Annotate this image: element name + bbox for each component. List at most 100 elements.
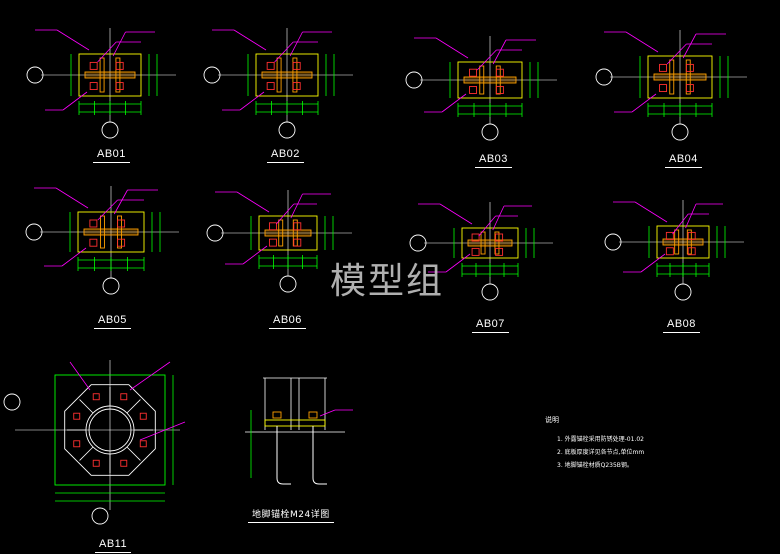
- anchor-bolt-hole: [139, 440, 147, 448]
- column-web: [653, 73, 707, 81]
- callout-leader: [631, 93, 657, 113]
- label-ab11: AB11: [94, 538, 132, 553]
- column-web: [264, 229, 312, 237]
- anchor-bolt-hole: [120, 459, 128, 467]
- anchor-bolt-hole: [665, 231, 674, 240]
- base-plate-section: [264, 419, 326, 427]
- callout-leader: [439, 203, 473, 225]
- axis-bubble-left: [26, 66, 44, 84]
- axis-bubble-left: [206, 224, 224, 242]
- anchor-bolt-hole: [89, 82, 98, 91]
- callout-leader: [625, 31, 659, 53]
- column-flange-left: [99, 215, 105, 249]
- anchor-bolt-hole: [469, 68, 477, 77]
- stiffener-rib: [79, 446, 94, 461]
- column-flange-left: [99, 57, 105, 93]
- callout-leader: [113, 189, 128, 215]
- anchor-bolt-hole: [495, 247, 504, 256]
- callout-leader: [634, 201, 668, 223]
- callout-leader: [682, 33, 697, 59]
- callout-leader: [242, 245, 268, 265]
- stiffener-rib: [79, 399, 94, 414]
- axis-bubble-left: [409, 234, 427, 252]
- anchor-bolt-hole: [120, 393, 128, 401]
- note-item-2: 2. 底板厚度详见各节点,单位mm: [557, 449, 645, 456]
- callout-leader: [276, 203, 295, 225]
- anchor-bolt-hole: [292, 61, 301, 70]
- anchor-bolt-hole: [471, 233, 480, 242]
- label-ab02: AB02: [267, 148, 304, 163]
- callout-leader: [435, 37, 469, 59]
- column-flange-left: [674, 229, 680, 255]
- note-item-1: 1. 外露锚栓采用防锈处理-01.02: [557, 436, 644, 443]
- anchor-bolt-hole: [495, 68, 504, 77]
- stiffener-rib: [126, 446, 141, 461]
- column-flange-right: [494, 231, 500, 255]
- label-ab08: AB08: [663, 318, 700, 333]
- anchor-bolt-hole: [471, 247, 480, 256]
- callout-leader: [129, 361, 171, 391]
- axis-bubble-left: [405, 71, 423, 89]
- callout-leader: [56, 29, 90, 51]
- axis-bubble-bottom: [279, 275, 297, 293]
- label-anchor-detail: 地脚锚栓M24详图: [248, 507, 334, 523]
- callout-leader: [666, 43, 687, 65]
- general-notes: 说明 1. 外露锚栓采用防锈处理-01.02 2. 底板厚度详见各节点,单位mm…: [545, 414, 644, 472]
- column-web: [662, 238, 704, 246]
- watermark-text: 模型组: [330, 261, 445, 302]
- column-flange-left: [669, 59, 675, 95]
- column-flange-right: [292, 57, 298, 93]
- label-ab07: AB07: [472, 318, 509, 333]
- anchor-bolt-hole: [469, 86, 477, 94]
- callout-leader: [236, 191, 270, 213]
- anchor-bolt-hole: [266, 61, 275, 70]
- base-plate: [77, 211, 145, 253]
- anchor-bolt-hole: [292, 82, 301, 91]
- anchor-bolt-hole: [495, 233, 504, 242]
- bolt-nut-right: [308, 411, 318, 419]
- anchor-bolt-hole: [117, 219, 126, 228]
- base-plate: [647, 55, 713, 99]
- anchor-bolt-hole: [685, 84, 694, 93]
- axis-bubble-bottom: [481, 123, 499, 141]
- callout-leader: [233, 29, 267, 51]
- base-plate: [78, 53, 142, 97]
- notes-title: 说明: [545, 416, 559, 424]
- column-flange-right: [495, 65, 501, 95]
- bolt-nut-left: [272, 411, 282, 419]
- callout-leader: [640, 253, 666, 273]
- label-ab03: AB03: [475, 153, 512, 168]
- axis-bubble-bottom: [278, 121, 296, 139]
- column-pipe-inner: [88, 408, 132, 452]
- axis-bubble-left: [604, 233, 622, 251]
- anchor-bolt-hole: [293, 222, 302, 231]
- axis-bubble-bottom: [91, 507, 109, 525]
- anchor-bolt-hole: [89, 238, 98, 247]
- stiffener-rib: [126, 399, 141, 414]
- anchor-bolt-hole: [73, 440, 81, 448]
- anchor-bolt-hole: [92, 393, 100, 401]
- base-plate: [656, 225, 710, 259]
- anchor-bolt-hole: [268, 238, 277, 247]
- anchor-bolt-hole: [293, 238, 302, 247]
- column-flange-right: [685, 59, 691, 95]
- callout-leader: [290, 193, 303, 219]
- callout-leader: [289, 31, 303, 57]
- callout-leader: [239, 91, 265, 111]
- anchor-bolt-hole: [687, 247, 696, 256]
- anchor-bolt-hole: [139, 412, 147, 420]
- column-flange-left: [480, 231, 486, 255]
- callout-leader: [476, 49, 497, 71]
- axis-bubble-left: [595, 68, 613, 86]
- axis-bubble-bottom: [481, 283, 499, 301]
- anchor-bolt-hole: [115, 61, 124, 70]
- anchor-bolt-hole: [659, 63, 667, 72]
- label-ab01: AB01: [93, 148, 130, 163]
- callout-leader: [685, 203, 697, 229]
- column-web: [463, 76, 517, 84]
- callout-leader: [492, 39, 507, 65]
- label-ab06: AB06: [269, 314, 306, 329]
- label-ab04: AB04: [665, 153, 702, 168]
